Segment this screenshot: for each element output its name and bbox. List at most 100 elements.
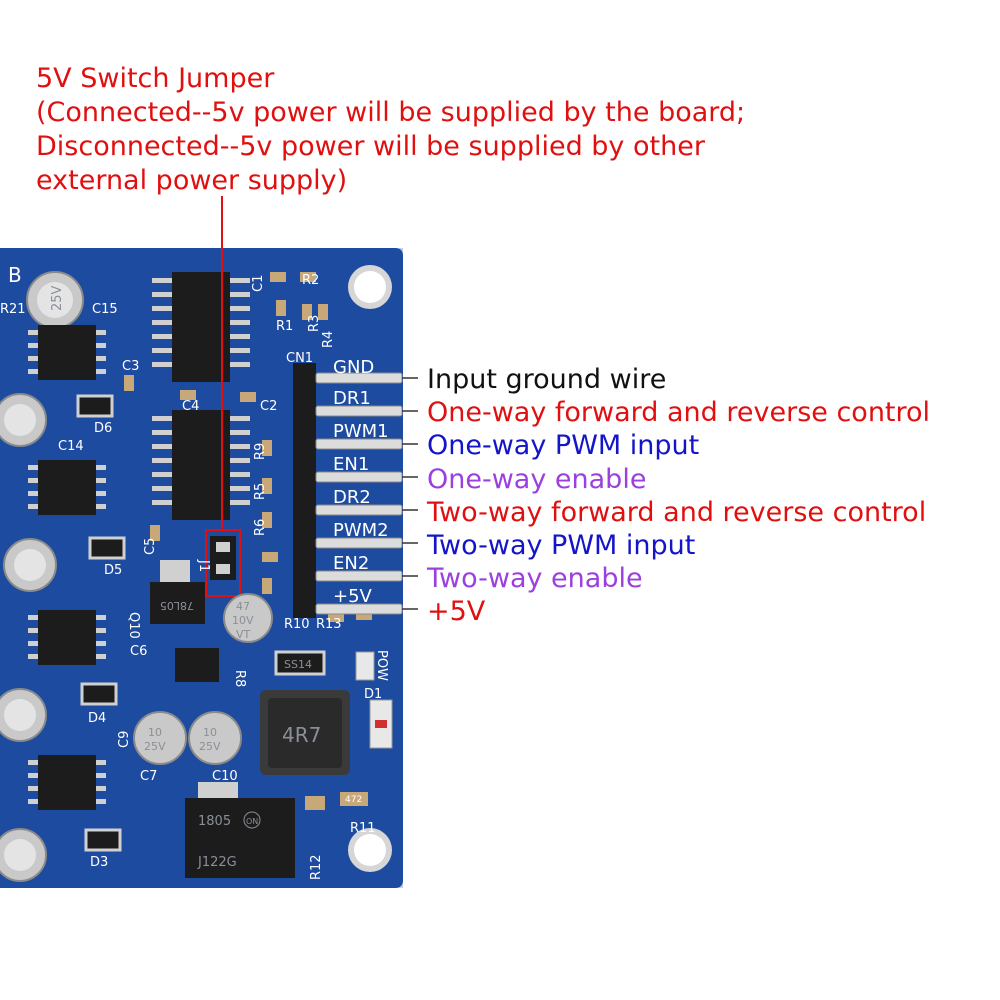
svg-text:C10: C10 <box>212 769 238 784</box>
mounting-hole-top <box>348 265 392 309</box>
jumper-annotation: 5V Switch Jumper (Connected--5v power wi… <box>36 62 745 198</box>
pin-description-dr1: One-way forward and reverse control <box>427 397 931 428</box>
svg-text:C7: C7 <box>140 769 157 784</box>
pin-header-housing <box>293 363 316 618</box>
pin-label-dr2: DR2 <box>333 487 371 508</box>
svg-text:4R7: 4R7 <box>282 723 321 747</box>
svg-text:R3: R3 <box>307 315 322 332</box>
svg-text:R13: R13 <box>316 617 342 632</box>
diode-d6 <box>76 394 114 418</box>
smd-passives <box>124 272 372 810</box>
jumper-annotation-title: 5V Switch Jumper <box>36 63 275 94</box>
svg-text:R8: R8 <box>232 670 247 687</box>
electrolytic-capacitor-c7: 10 25V <box>133 711 187 765</box>
soic-chip-center <box>175 648 219 682</box>
svg-text:B: B <box>8 263 22 287</box>
svg-text:1805: 1805 <box>198 814 231 829</box>
svg-text:25V: 25V <box>144 740 166 753</box>
svg-text:D6: D6 <box>94 421 112 436</box>
soic-chip-4 <box>28 755 106 810</box>
svg-text:C3: C3 <box>122 359 139 374</box>
svg-text:R9: R9 <box>253 443 268 460</box>
svg-text:10V: 10V <box>232 614 254 627</box>
svg-text:C1: C1 <box>251 275 266 292</box>
pin-label-en2: EN2 <box>333 553 369 574</box>
diode-d1 <box>369 699 393 749</box>
svg-text:J122G: J122G <box>197 855 237 870</box>
electrolytic-capacitor-left-3 <box>3 538 57 592</box>
svg-text:D3: D3 <box>90 855 108 870</box>
pin-label-pwm1: PWM1 <box>333 421 389 442</box>
electrolytic-capacitor-c10: 10 25V <box>188 711 242 765</box>
inductor-4r7: 4R7 <box>260 690 350 775</box>
svg-text:R4: R4 <box>321 331 336 348</box>
pin-description-en1: One-way enable <box>427 464 647 495</box>
diode-d5 <box>88 536 126 560</box>
pin-label-pwm2: PWM2 <box>333 520 389 541</box>
svg-text:ON: ON <box>246 817 258 826</box>
svg-text:R12: R12 <box>309 854 324 880</box>
pin-callout-lines <box>402 377 418 610</box>
svg-text:R1: R1 <box>276 319 293 334</box>
svg-text:C5: C5 <box>143 538 158 555</box>
svg-text:D1: D1 <box>364 687 382 702</box>
svg-text:R5: R5 <box>253 483 268 500</box>
svg-text:POW: POW <box>374 650 389 681</box>
pin-label-gnd: GND <box>333 357 374 378</box>
regulator-78l05: 78L05 <box>150 560 205 624</box>
svg-text:R11: R11 <box>350 821 376 836</box>
svg-text:D4: D4 <box>88 711 106 726</box>
svg-text:C6: C6 <box>130 644 147 659</box>
pin-label-dr1: DR1 <box>333 388 371 409</box>
svg-text:25V: 25V <box>199 740 221 753</box>
pin-description-gnd: Input ground wire <box>427 364 667 395</box>
svg-text:C2: C2 <box>260 399 277 414</box>
soic-chip-1 <box>28 325 106 380</box>
electrolytic-capacitor-left-5 <box>0 828 47 882</box>
svg-text:10: 10 <box>203 726 217 739</box>
svg-text:C15: C15 <box>92 302 118 317</box>
jumper-annotation-line-2: (Connected--5v power will be supplied by… <box>36 97 746 128</box>
pin-description-5v: +5V <box>427 596 486 627</box>
soic-chip-3 <box>28 610 106 665</box>
mounting-hole-bottom <box>348 828 392 872</box>
electrolytic-capacitor-47uf: 47 10V VT <box>223 593 273 643</box>
jumper-annotation-line-4: external power supply) <box>36 165 348 196</box>
svg-text:10: 10 <box>148 726 162 739</box>
jumper-j1 <box>210 536 236 580</box>
svg-text:SS14: SS14 <box>284 658 312 671</box>
svg-text:472: 472 <box>345 795 362 805</box>
electrolytic-capacitor-left-2 <box>0 393 47 447</box>
svg-text:D5: D5 <box>104 563 122 578</box>
svg-text:47: 47 <box>236 600 250 613</box>
pin-label-en1: EN1 <box>333 454 369 475</box>
soic-chip-2 <box>28 460 106 515</box>
diode-d3 <box>84 828 122 852</box>
pin-header-pins <box>315 372 403 615</box>
mosfet-j122g: 1805 J122G ON <box>185 782 295 878</box>
electrolytic-capacitor-left-4 <box>0 688 47 742</box>
svg-text:78L05: 78L05 <box>160 599 194 612</box>
pin-description-pwm1: One-way PWM input <box>427 430 700 461</box>
svg-text:J1: J1 <box>196 559 211 572</box>
driver-ic-upper <box>152 272 250 382</box>
svg-text:R21: R21 <box>0 302 26 317</box>
diode-d4 <box>80 682 118 706</box>
pin-description-dr2: Two-way forward and reverse control <box>427 497 927 528</box>
svg-text:VT: VT <box>236 628 251 641</box>
pin-description-en2: Two-way enable <box>427 563 643 594</box>
svg-text:C4: C4 <box>182 399 199 414</box>
svg-text:R6: R6 <box>253 519 268 536</box>
pin-description-pwm2: Two-way PWM input <box>427 530 696 561</box>
svg-text:CN1: CN1 <box>286 351 313 366</box>
jumper-annotation-line-3: Disconnected--5v power will be supplied … <box>36 131 705 162</box>
svg-text:C9: C9 <box>117 731 132 748</box>
silkscreen-references: B CN1 C15 C14 C3 C4 C2 C5 C6 C7 C9 C10 C… <box>0 263 389 880</box>
driver-ic-lower <box>152 410 250 520</box>
svg-text:R2: R2 <box>302 273 319 288</box>
schottky-diode-ss14: SS14 <box>274 650 326 676</box>
electrolytic-capacitor-c15: 25V <box>26 271 84 329</box>
svg-text:C14: C14 <box>58 439 84 454</box>
pin-label-5v: +5V <box>333 586 373 607</box>
